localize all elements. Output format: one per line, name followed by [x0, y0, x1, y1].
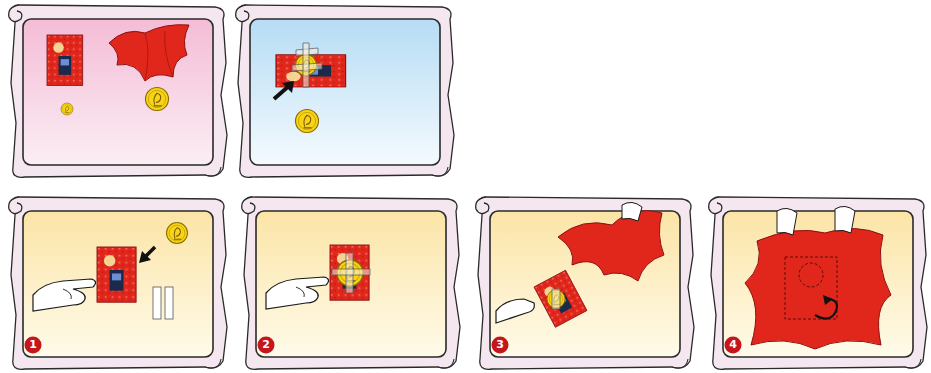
- panel: [242, 197, 460, 369]
- panel: [476, 197, 694, 369]
- panel: [9, 5, 227, 177]
- panel: [709, 197, 927, 369]
- callout-marker: [258, 337, 275, 354]
- panel: [236, 5, 454, 177]
- panel: [9, 197, 227, 369]
- callout-marker: [725, 337, 742, 354]
- callout-number: 1: [25, 337, 41, 353]
- callout-marker: [25, 337, 42, 354]
- callout-marker: [492, 337, 509, 354]
- callout-number: 4: [725, 337, 741, 353]
- callout-number: 3: [492, 337, 508, 353]
- callout-number: 2: [258, 337, 274, 353]
